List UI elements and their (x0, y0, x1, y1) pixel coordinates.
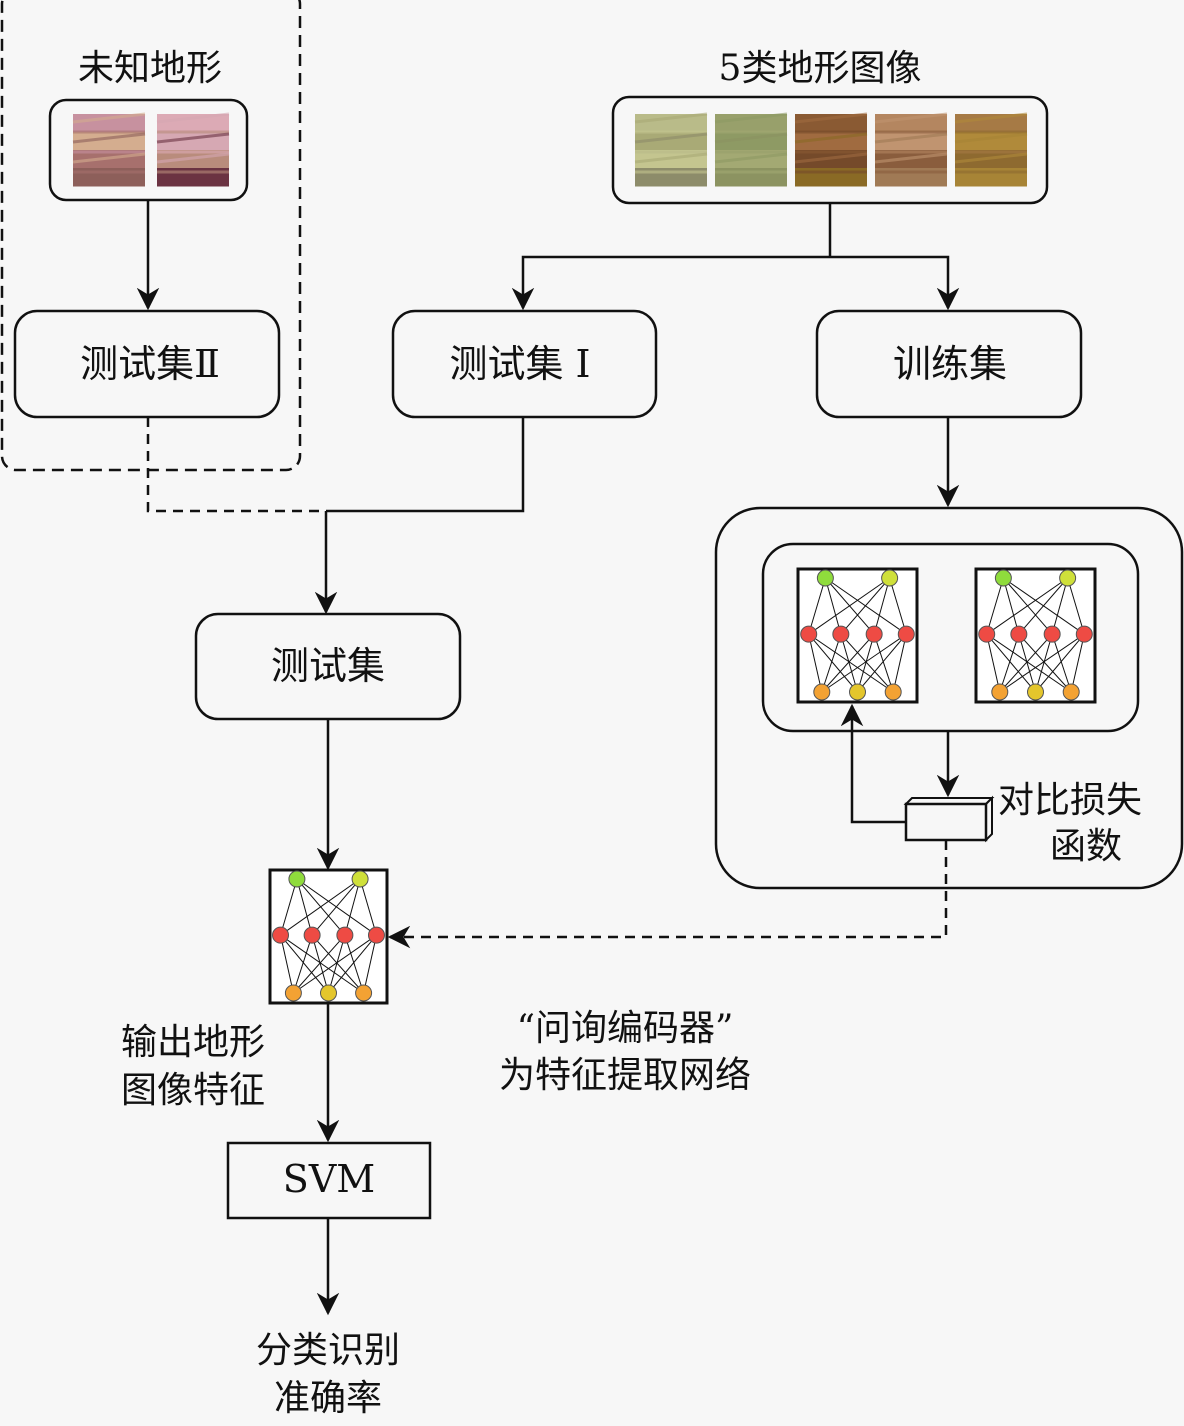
key-network-node (1059, 569, 1077, 587)
encoder-network-node (351, 870, 369, 888)
key-network-node (978, 625, 996, 643)
test-set-label: 测试集 (271, 644, 385, 688)
terrain-classes-title: 5类地形图像 (719, 48, 922, 89)
query-network-node (884, 683, 902, 701)
encoder-network-node (288, 870, 306, 888)
contrastive-loss-label-2: 函数 (1050, 826, 1122, 867)
terrain-class-image-2 (714, 112, 788, 187)
encoder-network-node (367, 926, 385, 944)
query-network-node (816, 569, 834, 587)
key-network-node (1062, 683, 1080, 701)
dashed-test2-to-merge (146, 417, 326, 513)
key-network-node (994, 569, 1012, 587)
query-network-node (881, 569, 899, 587)
connector-test1-to-merge (326, 417, 525, 513)
encoder-network-frame (268, 868, 389, 1005)
unknown-terrain-group (0, 0, 302, 472)
encoder-note-2: 为特征提取网络 (499, 1055, 751, 1096)
contrastive-loss-box (903, 795, 995, 843)
siamese-networks-box (761, 542, 1140, 733)
unknown-terrain-title: 未知地形 (78, 48, 222, 89)
output-features-label-1: 输出地形 (121, 1022, 265, 1063)
arrow-classes-to-train (830, 255, 960, 311)
output-features-label-2: 图像特征 (121, 1070, 265, 1111)
feature-extraction-network (268, 868, 389, 1005)
query-network-node (800, 625, 818, 643)
arrow-classes-to-test1 (511, 255, 830, 311)
key-network-frame (974, 567, 1097, 704)
query-network-node (865, 625, 883, 643)
arrow-loss-to-network (840, 703, 906, 824)
encoder-network-node (303, 926, 321, 944)
encoder-network-node (272, 926, 290, 944)
contrastive-loss-label-1: 对比损失 (998, 780, 1142, 821)
key-network-node (1043, 625, 1061, 643)
query-network-node (849, 683, 866, 701)
test-set-2-label: 测试集Ⅱ (80, 342, 220, 386)
query-network-node (897, 625, 915, 643)
terrain-class-image-4 (874, 112, 948, 187)
key-network-node (1027, 683, 1044, 701)
query-network-frame (796, 567, 919, 704)
unknown-terrain-image-2 (156, 112, 230, 187)
query-network-node (832, 625, 850, 643)
key-network-node (991, 683, 1009, 701)
terrain-class-image-1 (634, 112, 708, 187)
terrain-class-image-3 (794, 112, 868, 187)
encoder-network-node (336, 926, 354, 944)
result-label-1: 分类识别 (256, 1330, 400, 1371)
terrain-class-image-5 (954, 112, 1028, 187)
key-encoder-network (974, 567, 1097, 704)
result-label-2: 准确率 (274, 1378, 382, 1419)
key-network-node (1010, 625, 1028, 643)
test-set-1-label: 测试集 I (449, 342, 590, 386)
svm-label: SVM (283, 1157, 375, 1201)
dashed-arrow-params-to-encoder (387, 840, 948, 949)
query-encoder-network (796, 567, 919, 704)
encoder-note-1: “问询编码器” (517, 1008, 734, 1049)
test-set-1-box (391, 309, 658, 419)
encoder-network-node (284, 984, 302, 1002)
training-block (714, 506, 1184, 890)
unknown-terrain-image-1 (72, 112, 146, 187)
query-network-node (813, 683, 831, 701)
encoder-network-node (320, 984, 337, 1002)
train-set-label: 训练集 (893, 342, 1007, 386)
encoder-network-node (355, 984, 373, 1002)
key-network-node (1075, 625, 1093, 643)
